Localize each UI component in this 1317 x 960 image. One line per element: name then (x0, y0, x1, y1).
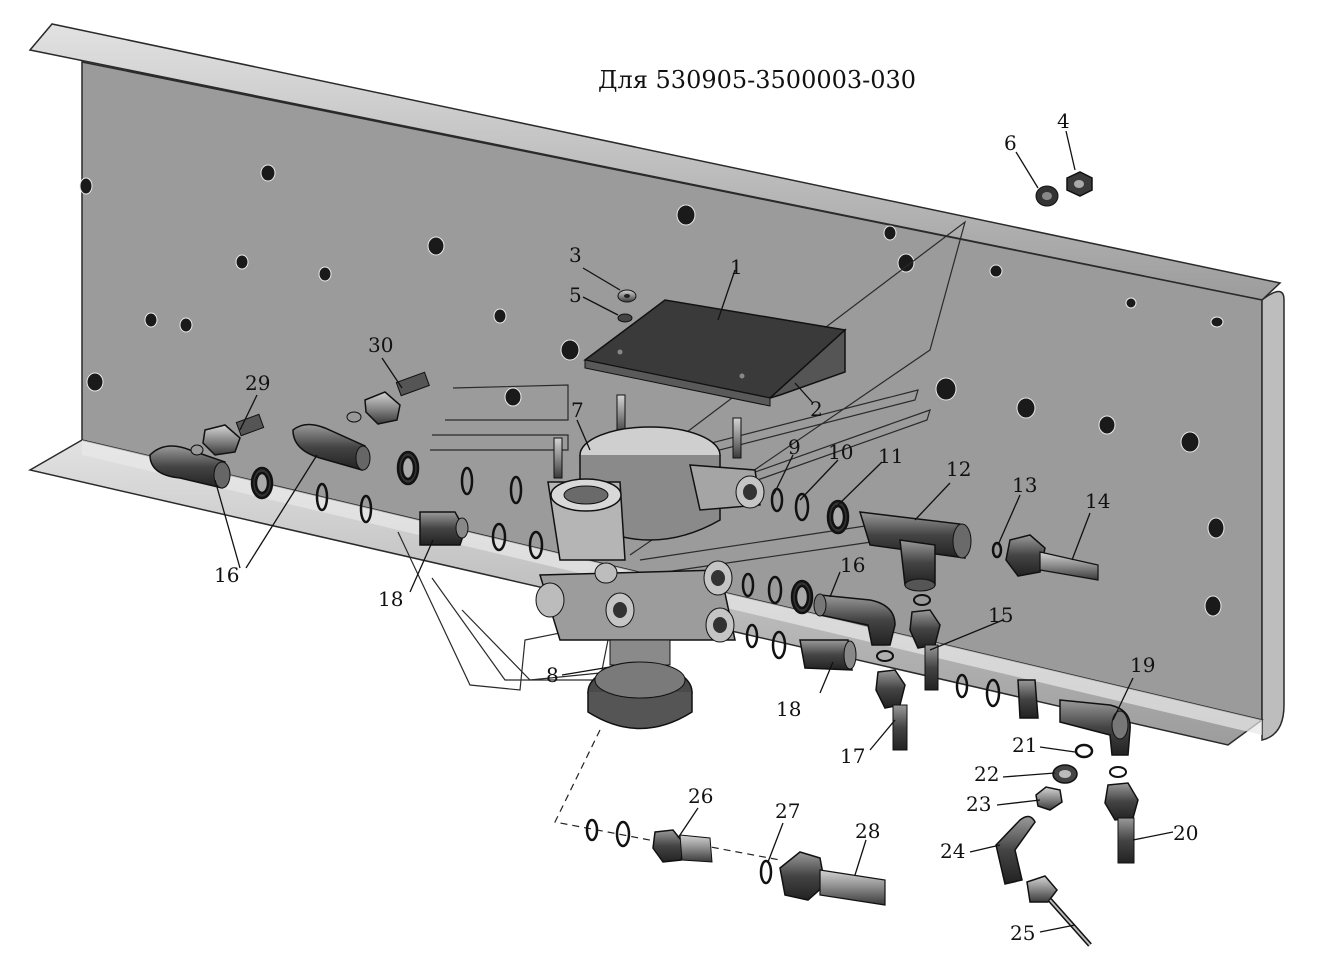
elbow-24 (995, 815, 1036, 885)
elbow-16-left (149, 445, 231, 489)
nut-right-19 (1017, 679, 1039, 719)
adapter-29 (190, 413, 265, 456)
label-19: 19 (1130, 653, 1155, 677)
label-23: 23 (966, 792, 991, 816)
label-16-left: 16 (214, 563, 239, 587)
label-20: 20 (1173, 821, 1198, 845)
label-26: 26 (688, 784, 713, 808)
fitting-20 (1104, 766, 1139, 864)
label-25: 25 (1010, 921, 1035, 945)
label-11: 11 (878, 444, 903, 468)
label-22: 22 (974, 762, 999, 786)
fitting-14 (1005, 534, 1099, 581)
washer-21 (1074, 743, 1094, 759)
adapter-18-left (419, 511, 469, 546)
seal-rings-left (250, 450, 544, 560)
label-6: 6 (1004, 131, 1017, 155)
tube-25 (1026, 875, 1092, 947)
label-1: 1 (730, 255, 743, 279)
seal-rings-right (741, 487, 1003, 708)
fitting-28 (779, 851, 886, 906)
fitting-17 (875, 650, 908, 751)
label-14: 14 (1085, 489, 1110, 513)
part-number-labels: 1 2 3 4 5 6 7 8 9 10 11 12 13 14 15 16 1… (214, 109, 1198, 945)
ring-22 (1052, 764, 1078, 784)
washer-6 (1035, 185, 1059, 207)
fitting-15 (909, 594, 941, 691)
nut-23 (1035, 786, 1063, 811)
valve-body (535, 394, 765, 730)
assembly-axes (554, 729, 781, 861)
label-10: 10 (828, 440, 853, 464)
label-8: 8 (546, 663, 559, 687)
leader-lines (214, 130, 1174, 933)
mounting-plate (583, 299, 847, 407)
bottom-rings (585, 818, 773, 885)
adapter-18-right (799, 639, 857, 671)
label-9: 9 (788, 435, 801, 459)
label-18-right: 18 (776, 697, 801, 721)
label-16-right: 16 (840, 553, 865, 577)
nut-4 (1066, 171, 1093, 197)
adapter-30 (346, 371, 430, 425)
tee-12 (858, 511, 972, 592)
label-17: 17 (840, 744, 865, 768)
label-2: 2 (810, 397, 823, 421)
label-7: 7 (571, 398, 584, 422)
label-5: 5 (569, 283, 582, 307)
nut-3 (617, 289, 637, 303)
label-15: 15 (988, 603, 1013, 627)
elbow-16-right (813, 593, 896, 646)
label-30: 30 (368, 333, 393, 357)
label-29: 29 (245, 371, 270, 395)
label-24: 24 (940, 839, 965, 863)
label-18-left: 18 (378, 587, 403, 611)
label-21: 21 (1012, 733, 1037, 757)
label-12: 12 (946, 457, 971, 481)
label-3: 3 (569, 243, 582, 267)
elbow-19 (1059, 699, 1131, 756)
diagram-title: Для 530905-3500003-030 (598, 66, 917, 94)
label-27: 27 (775, 799, 800, 823)
label-28: 28 (855, 819, 880, 843)
elbow-16-middle (292, 423, 371, 471)
label-4: 4 (1057, 109, 1070, 133)
adapter-26 (652, 829, 713, 863)
label-13: 13 (1012, 473, 1037, 497)
washer-5 (617, 313, 633, 323)
